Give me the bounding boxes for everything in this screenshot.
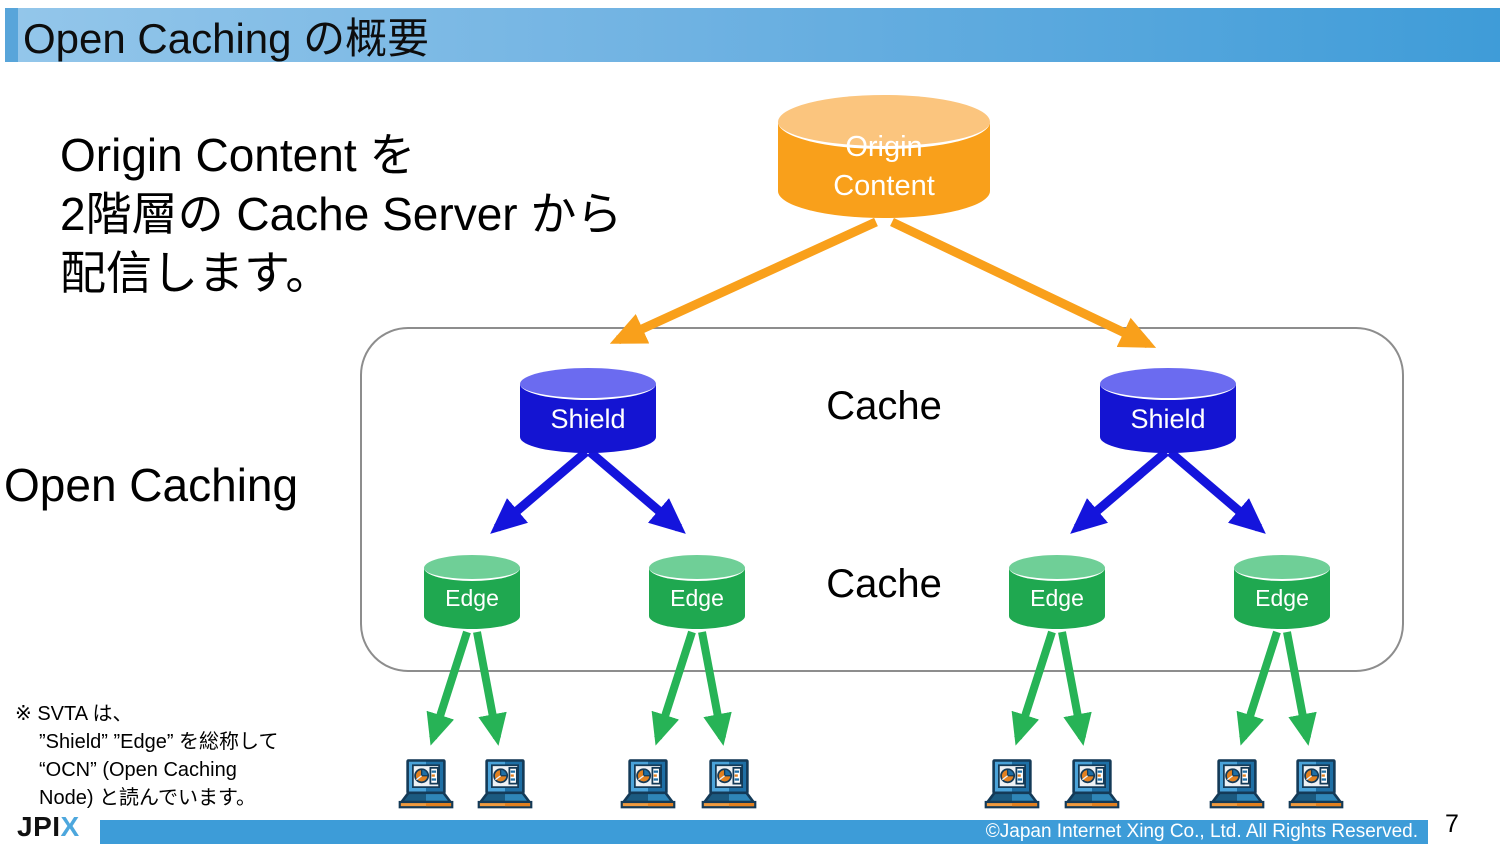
cache-tier2-label: Cache (826, 562, 942, 606)
client-device-icon (984, 758, 1040, 811)
edge-label: Edge (1030, 585, 1084, 611)
intro-line-2: 2階層の Cache Server から (60, 188, 623, 240)
footnote-line-4: Node) と読んでいます。 (39, 787, 257, 809)
intro-line-3: 配信します。 (60, 247, 332, 299)
intro-line-1: Origin Content を (60, 129, 416, 181)
jpix-logo: JPIX (17, 811, 80, 843)
cache-tier1-label: Cache (826, 384, 942, 428)
client-device-icon (1209, 758, 1265, 811)
footnote-line-2: ”Shield” ”Edge” を総称して (39, 731, 279, 753)
page-title: Open Caching の概要 (18, 8, 1500, 62)
client-device-icon (398, 758, 454, 811)
edge-cylinder-cap (649, 555, 745, 581)
client-device-icon (477, 758, 533, 811)
edge-cylinder-cap (424, 555, 520, 581)
edge-cylinder-1: Edge (424, 555, 520, 629)
client-device-icon (620, 758, 676, 811)
open-caching-label: Open Caching (4, 459, 299, 511)
origin-content-cylinder: Origin Content (778, 95, 990, 218)
edge-label: Edge (670, 585, 724, 611)
shield-cylinder-cap (520, 368, 656, 400)
edge-cylinder-cap (1009, 555, 1105, 581)
edge-cylinder-2: Edge (649, 555, 745, 629)
origin-label-line1: Origin (845, 131, 923, 163)
left-shield-to-edge1-arrow (490, 448, 589, 534)
edge2-to-client3-arrow (651, 630, 696, 746)
jpix-logo-x: X (60, 811, 80, 842)
page-number: 7 (1445, 810, 1459, 838)
edge-cylinder-3: Edge (1009, 555, 1105, 629)
left-shield-to-edge2-arrow (587, 448, 686, 534)
copyright-bar: ©Japan Internet Xing Co., Ltd. All Right… (100, 820, 1428, 844)
edge3-to-client6-arrow (1058, 631, 1092, 746)
intro-text: Origin Content を 2階層の Cache Server から 配信… (60, 126, 622, 303)
edge2-to-client4-arrow (698, 631, 732, 746)
footnote-line-1: ※ SVTA は、 (15, 703, 133, 725)
edge4-to-client8-arrow (1283, 631, 1317, 746)
right-shield-to-edge3-arrow (1070, 448, 1169, 534)
shield-cylinder-left: Shield (520, 368, 656, 453)
shield-cylinder-right: Shield (1100, 368, 1236, 453)
edge-label: Edge (445, 585, 499, 611)
origin-content-label: Origin Content (778, 128, 990, 206)
shield-label: Shield (550, 404, 626, 434)
origin-label-line2: Content (833, 170, 935, 202)
client-device-icon (1064, 758, 1120, 811)
client-device-icon (1288, 758, 1344, 811)
shield-cylinder-cap (1100, 368, 1236, 400)
open-caching-container (360, 327, 1404, 672)
edge4-to-client7-arrow (1236, 630, 1281, 746)
footnote-line-3: “OCN” (Open Caching (39, 759, 237, 781)
edge-cylinder-4: Edge (1234, 555, 1330, 629)
client-device-icon (701, 758, 757, 811)
edge-label: Edge (1255, 585, 1309, 611)
edge-cylinder-cap (1234, 555, 1330, 581)
edge1-to-client2-arrow (473, 631, 507, 746)
edge1-to-client1-arrow (426, 630, 471, 746)
origin-cylinder-cap (778, 95, 990, 149)
origin-to-left-shield-arrow (609, 217, 878, 345)
svta-footnote: ※ SVTA は、 ”Shield” ”Edge” を総称して “OCN” (O… (15, 700, 278, 812)
title-bar: Open Caching の概要 (5, 8, 1500, 62)
shield-label: Shield (1130, 404, 1206, 434)
jpix-logo-black: JPI (17, 811, 61, 842)
right-shield-to-edge4-arrow (1167, 448, 1266, 534)
origin-to-right-shield-arrow (890, 217, 1157, 349)
title-bar-accent (5, 8, 18, 62)
edge3-to-client5-arrow (1011, 630, 1056, 746)
